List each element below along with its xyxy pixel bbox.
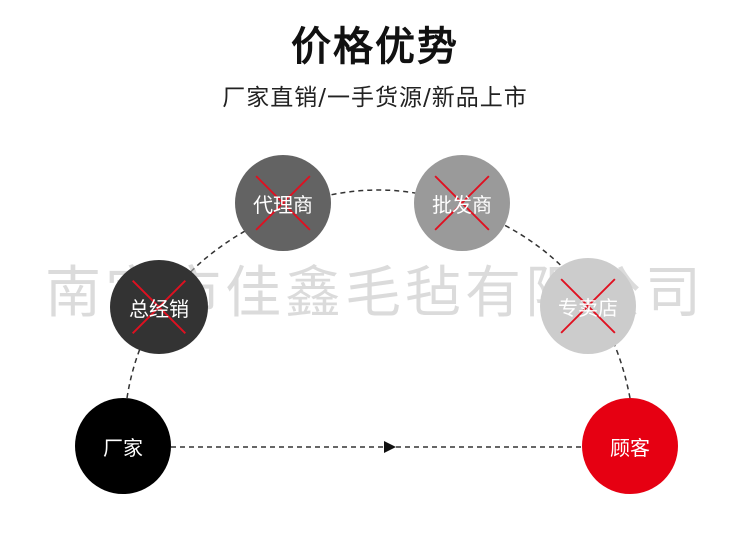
- page-subtitle: 厂家直销/一手货源/新品上市: [222, 85, 528, 111]
- page-title: 价格优势: [291, 24, 459, 70]
- cross-stroke: [560, 278, 616, 334]
- node-label: 顾客: [610, 435, 650, 460]
- arrow-head-icon: [384, 441, 396, 453]
- node-factory: 厂家: [75, 398, 171, 494]
- cross-stroke: [255, 175, 311, 231]
- cross-stroke: [132, 280, 186, 334]
- cross-out-icon: [132, 280, 186, 334]
- node-store: 专卖店: [540, 258, 636, 354]
- cross-out-icon: [560, 278, 616, 334]
- node-label: 总经销: [129, 296, 189, 321]
- node-label: 批发商: [432, 192, 492, 217]
- node-wholesaler: 批发商: [414, 155, 510, 251]
- node-customer: 顾客: [582, 398, 678, 494]
- cross-stroke: [434, 175, 490, 231]
- node-label: 代理商: [253, 192, 313, 217]
- node-label: 厂家: [103, 435, 143, 460]
- node-label: 专卖店: [558, 295, 618, 320]
- cross-out-icon: [255, 175, 311, 231]
- cross-out-icon: [434, 175, 490, 231]
- node-general-distributor: 总经销: [110, 260, 208, 354]
- node-agent: 代理商: [235, 155, 331, 251]
